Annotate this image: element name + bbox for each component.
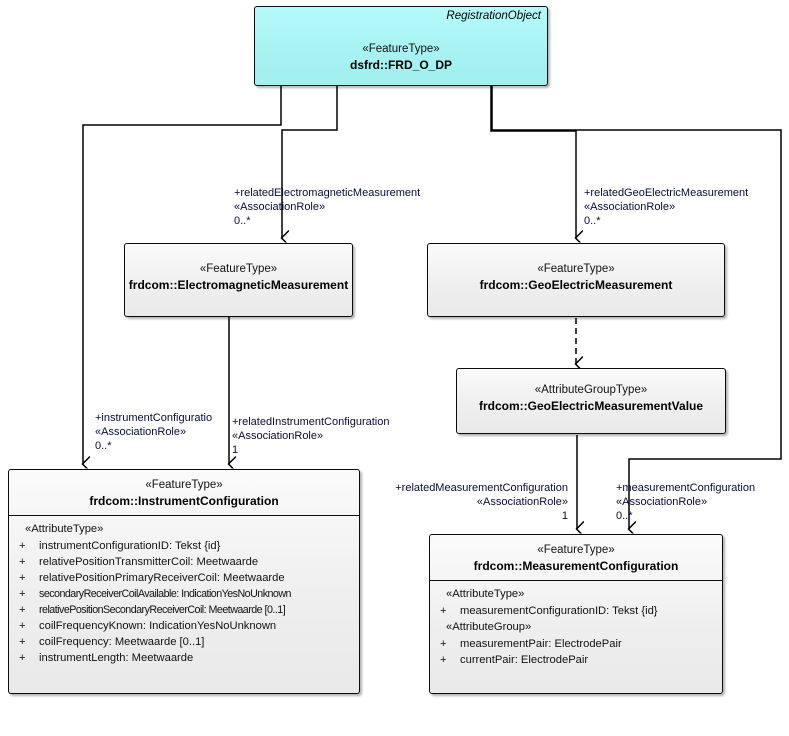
compartment-divider — [430, 580, 722, 581]
association-multiplicity: 0..* — [234, 215, 251, 227]
attribute-text: currentPair: ElectrodePair — [460, 654, 589, 666]
association-stereotype: «AssociationRole» — [95, 426, 187, 438]
association-multiplicity: 1 — [561, 510, 568, 522]
attribute-row: + measurementConfigurationID: Tekst {id} — [430, 603, 722, 619]
attribute-compartment: «AttributeType» + instrumentConfiguratio… — [9, 516, 359, 670]
attribute-row: + coilFrequencyKnown: IndicationYesNoUnk… — [9, 618, 359, 634]
association-label-related-geoelectric-measurement: +relatedGeoElectricMeasurement «Associat… — [584, 186, 748, 228]
attribute-visibility: + — [440, 654, 447, 666]
class-electromagnetic-measurement[interactable]: «FeatureType» frdcom::ElectromagneticMea… — [124, 243, 353, 317]
association-multiplicity: 0..* — [616, 510, 633, 522]
class-stereotype: «FeatureType» — [537, 544, 615, 556]
class-name: frdcom::GeoElectricMeasurement — [479, 278, 673, 292]
attribute-text: relativePositionTransmitterCoil: Meetwaa… — [39, 556, 259, 568]
association-stereotype: «AssociationRole» — [476, 496, 568, 508]
attribute-group-label: «AttributeGroup» — [446, 621, 532, 633]
class-stereotype: «FeatureType» — [145, 479, 223, 491]
registration-object-tag: RegistrationObject — [446, 10, 541, 22]
association-label-related-instrument-configuration: +relatedInstrumentConfiguration «Associa… — [232, 415, 389, 457]
attribute-row: + secondaryReceiverCoilAvailable: Indica… — [9, 586, 359, 602]
class-name: frdcom::GeoElectricMeasurementValue — [478, 399, 704, 413]
attribute-row: + measurementPair: ElectrodePair — [430, 636, 722, 652]
connector-related-geoelectric-measurement — [490, 86, 576, 238]
association-role-name: +measurementConfiguration — [616, 482, 756, 494]
attribute-text: coilFrequency: Meetwaarde [0..1] — [39, 636, 205, 648]
association-stereotype: «AssociationRole» — [234, 201, 326, 213]
association-role-name: +relatedGeoElectricMeasurement — [584, 187, 749, 199]
class-geoelectric-measurement[interactable]: «FeatureType» frdcom::GeoElectricMeasure… — [427, 243, 725, 317]
association-role-name: +relatedInstrumentConfiguration — [232, 416, 390, 428]
attribute-row: + relativePositionTransmitterCoil: Meetw… — [9, 554, 359, 570]
attribute-row: + instrumentLength: Meetwaarde — [9, 650, 359, 666]
attribute-compartment: «AttributeType» + measurementConfigurati… — [430, 581, 722, 672]
association-label-measurement-configuration: +measurementConfiguration «AssociationRo… — [616, 481, 755, 523]
class-header: «FeatureType» frdcom::InstrumentConfigur… — [9, 470, 359, 515]
attribute-text: relativePositionPrimaryReceiverCoil: Mee… — [39, 572, 285, 584]
attribute-visibility: + — [19, 620, 26, 632]
attribute-text: measurementConfigurationID: Tekst {id} — [460, 605, 658, 617]
attribute-row: + instrumentConfigurationID: Tekst {id} — [9, 538, 359, 554]
attribute-row: + relativePositionPrimaryReceiverCoil: M… — [9, 570, 359, 586]
class-measurement-configuration[interactable]: «FeatureType» frdcom::MeasurementConfigu… — [429, 534, 723, 694]
class-name: frdcom::InstrumentConfiguration — [89, 494, 279, 508]
class-stereotype: «AttributeGroupType» — [534, 384, 648, 396]
association-label-instrument-configuration: +instrumentConfiguratio «AssociationRole… — [95, 411, 212, 453]
attribute-visibility: + — [19, 556, 26, 568]
class-name: frdcom::ElectromagneticMeasurement — [128, 278, 349, 292]
connector-measurement-configuration — [491, 86, 782, 529]
attribute-visibility: + — [440, 638, 447, 650]
class-stereotype: «FeatureType» — [537, 263, 615, 275]
attribute-row: + coilFrequency: Meetwaarde [0..1] — [9, 634, 359, 650]
class-header: «AttributeGroupType» frdcom::GeoElectric… — [457, 369, 725, 414]
class-header: «FeatureType» frdcom::GeoElectricMeasure… — [428, 244, 724, 293]
attribute-text: measurementPair: ElectrodePair — [460, 638, 622, 650]
attribute-text: secondaryReceiverCoilAvailable: Indicati… — [39, 588, 291, 600]
class-stereotype: «FeatureType» — [199, 263, 278, 275]
association-label-related-electromagnetic-measurement: +relatedElectromagneticMeasurement «Asso… — [234, 186, 420, 228]
association-multiplicity: 1 — [232, 444, 239, 456]
association-multiplicity: 0..* — [95, 440, 112, 452]
association-role-name: +relatedMeasurementConfiguration — [395, 482, 568, 494]
attribute-visibility: + — [19, 572, 26, 584]
association-role-name: +instrumentConfiguratio — [95, 412, 213, 424]
association-stereotype: «AssociationRole» — [616, 496, 708, 508]
class-header: RegistrationObject «FeatureType» dsfrd::… — [255, 7, 547, 73]
association-stereotype: «AssociationRole» — [232, 430, 324, 442]
attribute-visibility: + — [19, 636, 26, 648]
compartment-divider — [9, 515, 359, 516]
association-stereotype: «AssociationRole» — [584, 201, 676, 213]
association-multiplicity: 0..* — [584, 215, 601, 227]
class-frd-o-dp[interactable]: RegistrationObject «FeatureType» dsfrd::… — [254, 6, 548, 86]
attribute-row: + relativePositionSecondaryReceiverCoil:… — [9, 602, 359, 618]
class-header: «FeatureType» frdcom::MeasurementConfigu… — [430, 535, 722, 580]
attribute-row: + currentPair: ElectrodePair — [430, 652, 722, 668]
attribute-visibility: + — [19, 604, 26, 616]
class-name: dsfrd::FRD_O_DP — [349, 58, 452, 72]
association-label-related-measurement-configuration: +relatedMeasurementConfiguration «Associ… — [368, 481, 568, 523]
attribute-visibility: + — [440, 605, 447, 617]
association-role-name: +relatedElectromagneticMeasurement — [234, 187, 421, 199]
attribute-text: instrumentLength: Meetwaarde — [39, 652, 194, 664]
class-header: «FeatureType» frdcom::ElectromagneticMea… — [125, 244, 352, 293]
attribute-text: coilFrequencyKnown: IndicationYesNoUnkno… — [39, 620, 277, 632]
attribute-text: instrumentConfigurationID: Tekst {id} — [39, 540, 221, 552]
class-instrument-configuration[interactable]: «FeatureType» frdcom::InstrumentConfigur… — [8, 469, 360, 694]
connector-instrument-configuration — [83, 86, 282, 464]
class-name: frdcom::MeasurementConfiguration — [473, 559, 679, 573]
connector-related-electromagnetic-measurement — [282, 86, 338, 238]
attribute-visibility: + — [19, 588, 26, 600]
class-stereotype: «FeatureType» — [362, 43, 440, 55]
attribute-visibility: + — [19, 540, 26, 552]
attribute-group-label: «AttributeType» — [25, 523, 104, 535]
attribute-visibility: + — [19, 652, 26, 664]
class-geoelectric-measurement-value[interactable]: «AttributeGroupType» frdcom::GeoElectric… — [456, 368, 726, 434]
attribute-text: relativePositionSecondaryReceiverCoil: M… — [39, 604, 286, 616]
attribute-group-label: «AttributeType» — [446, 588, 525, 600]
